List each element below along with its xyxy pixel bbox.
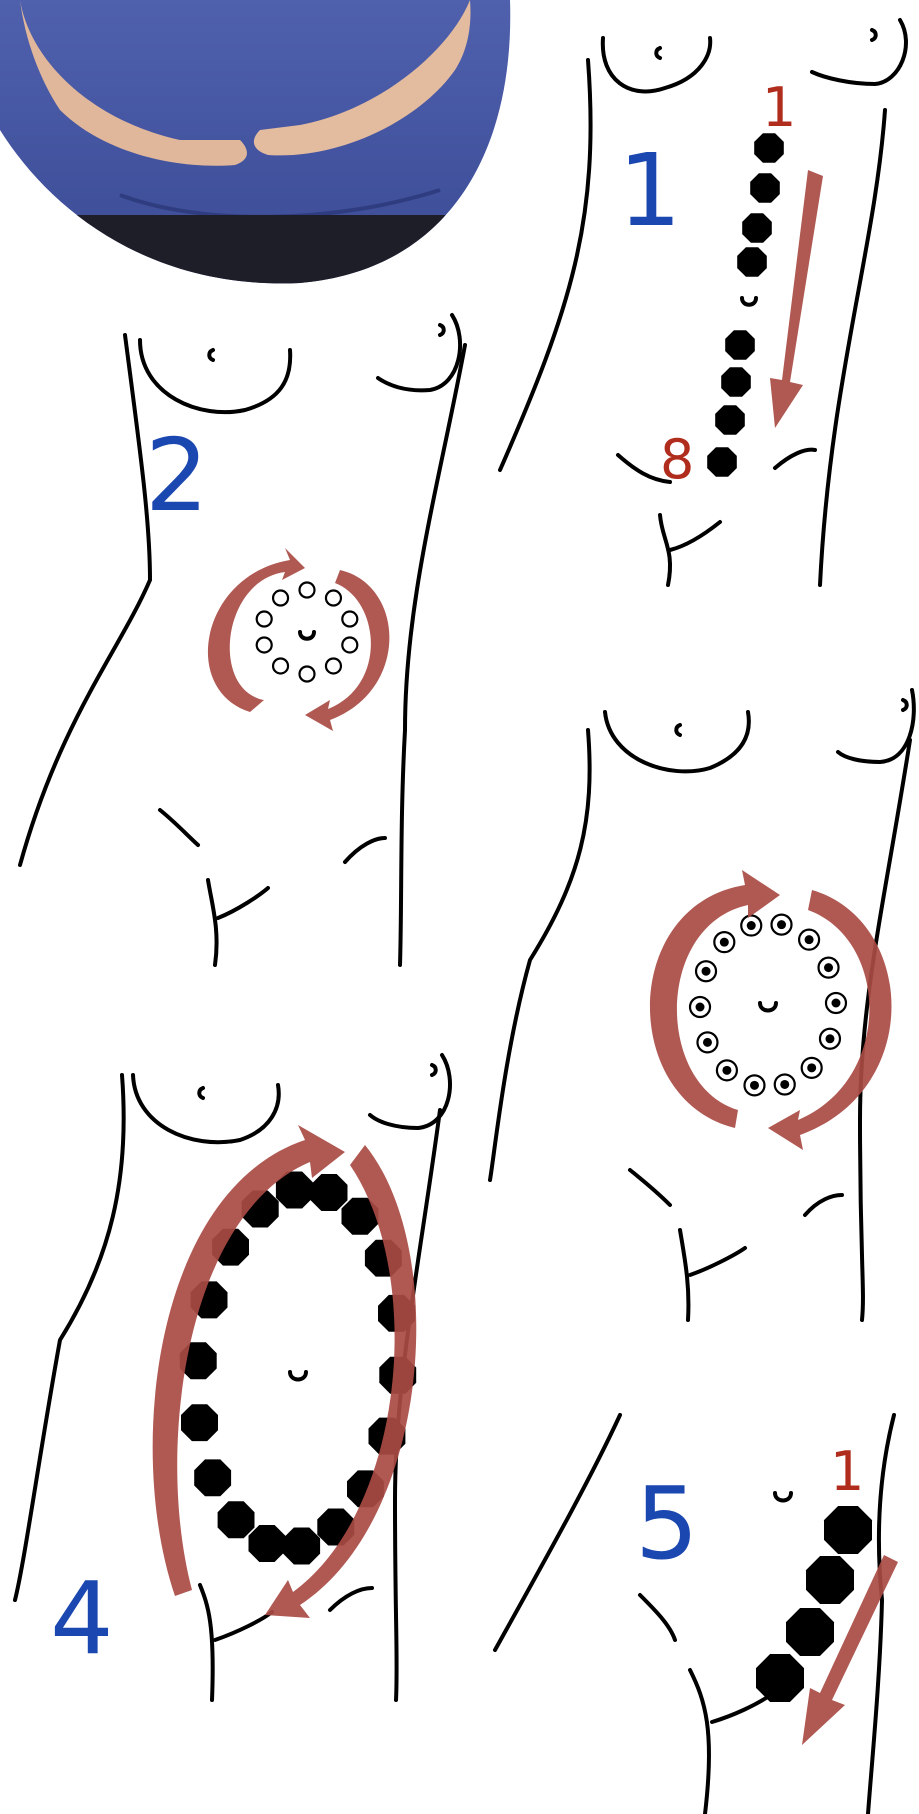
step-1-end-label: 8 xyxy=(660,428,694,491)
step-2-point-10 xyxy=(273,591,288,606)
step-2-navel-icon xyxy=(300,632,314,639)
step-3-point-11-center xyxy=(696,1003,705,1012)
step-1-number: 1 xyxy=(618,132,682,249)
step-2-point-5 xyxy=(326,658,341,673)
step-3-point-4-center xyxy=(831,998,840,1007)
step-1-point-4 xyxy=(737,247,767,277)
panel-step-5: 5 1 xyxy=(495,1415,898,1814)
step-1-massage-points xyxy=(707,133,784,477)
step-3-point-10-center xyxy=(703,1038,712,1047)
step-5-number: 5 xyxy=(635,1465,699,1582)
step-5-massage-points xyxy=(756,1506,872,1702)
step-2-number: 2 xyxy=(145,417,209,534)
step-5-point-3 xyxy=(786,1608,834,1656)
step-5-navel-icon xyxy=(775,1493,791,1501)
step-2-point-9 xyxy=(257,612,272,627)
step-4-point-11 xyxy=(218,1501,255,1538)
step-3-navel-icon xyxy=(760,1003,776,1011)
step-1-point-5 xyxy=(725,330,755,360)
step-3-point-14-center xyxy=(747,921,756,930)
step-1-point-7 xyxy=(715,405,745,435)
step-1-point-1 xyxy=(754,133,784,163)
step-1-point-3 xyxy=(742,213,772,243)
step-3-point-3-center xyxy=(824,963,833,972)
step-2-massage-points xyxy=(257,583,358,682)
step-5-start-label: 1 xyxy=(830,1440,864,1503)
step-2-point-7 xyxy=(273,658,288,673)
step-1-point-6 xyxy=(721,367,751,397)
step-4-point-13 xyxy=(181,1404,218,1441)
step-3-point-7-center xyxy=(780,1080,789,1089)
step-4-point-12 xyxy=(194,1459,231,1496)
step-1-point-8 xyxy=(707,447,737,477)
step-1-start-label: 1 xyxy=(762,76,796,139)
step-2-point-1 xyxy=(300,583,315,598)
step-1-point-2 xyxy=(750,173,780,203)
step-4-number: 4 xyxy=(50,1560,114,1677)
step-2-point-4 xyxy=(342,637,357,652)
step-3-point-1-center xyxy=(777,920,786,929)
step-5-point-4 xyxy=(756,1654,804,1702)
step-5-point-2 xyxy=(806,1556,854,1604)
step-2-point-6 xyxy=(300,667,315,682)
step-3-massage-points xyxy=(690,915,846,1096)
step-1-navel-icon xyxy=(742,298,756,305)
panel-step-1: 1 1 8 xyxy=(500,20,906,585)
step-5-point-1 xyxy=(824,1506,872,1554)
step-3-point-12-center xyxy=(702,967,711,976)
panel-step-3 xyxy=(490,690,914,1320)
photo-hands-on-abdomen xyxy=(0,0,520,295)
panel-step-4: 4 xyxy=(15,1055,450,1700)
step-4-point-1 xyxy=(311,1174,348,1211)
step-2-point-8 xyxy=(257,637,272,652)
step-3-point-8-center xyxy=(750,1081,759,1090)
step-4-point-9 xyxy=(283,1528,320,1565)
step-3-point-5-center xyxy=(825,1034,834,1043)
step-2-point-3 xyxy=(342,612,357,627)
panel-step-2: 2 xyxy=(20,315,465,965)
step-2-arrows xyxy=(208,548,389,731)
step-4-point-10 xyxy=(249,1525,286,1562)
step-3-point-13-center xyxy=(720,938,729,947)
step-4-navel-icon xyxy=(290,1372,306,1380)
step-3-point-9-center xyxy=(722,1066,731,1075)
step-3-point-6-center xyxy=(807,1063,816,1072)
step-3-point-2-center xyxy=(805,935,814,944)
step-1-arrow xyxy=(770,170,823,428)
step-2-point-2 xyxy=(326,591,341,606)
